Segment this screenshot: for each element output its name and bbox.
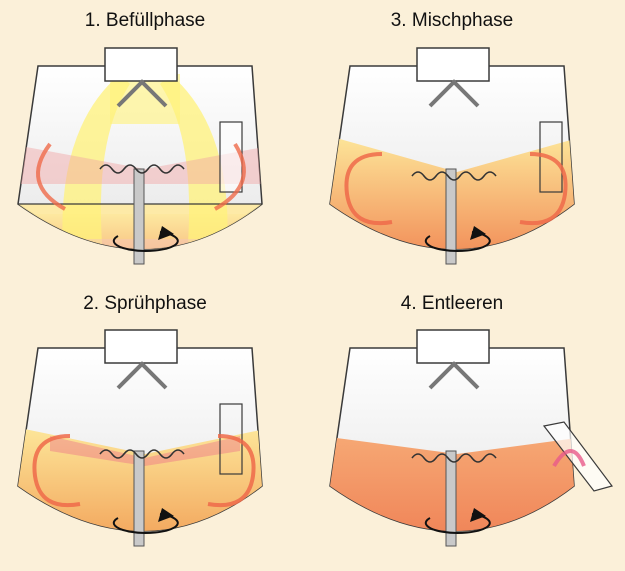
nozzle-box [417,48,489,81]
side-chute [220,122,242,192]
nozzle-box [105,48,177,81]
vessel-spruehphase [10,326,280,558]
nozzle-box [105,330,177,363]
nozzle-box [417,330,489,363]
vessel-befuellphase [10,44,280,276]
panel-title-mischphase: 3. Mischphase [391,10,514,32]
vessel-mischphase [322,44,592,276]
panel-title-befuellphase: 1. Befüllphase [85,10,205,32]
vessel-entleeren [322,326,612,558]
panel-title-spruehphase: 2. Sprühphase [83,293,207,315]
product-fill [322,436,592,566]
panel-title-entleeren: 4. Entleeren [401,293,503,315]
